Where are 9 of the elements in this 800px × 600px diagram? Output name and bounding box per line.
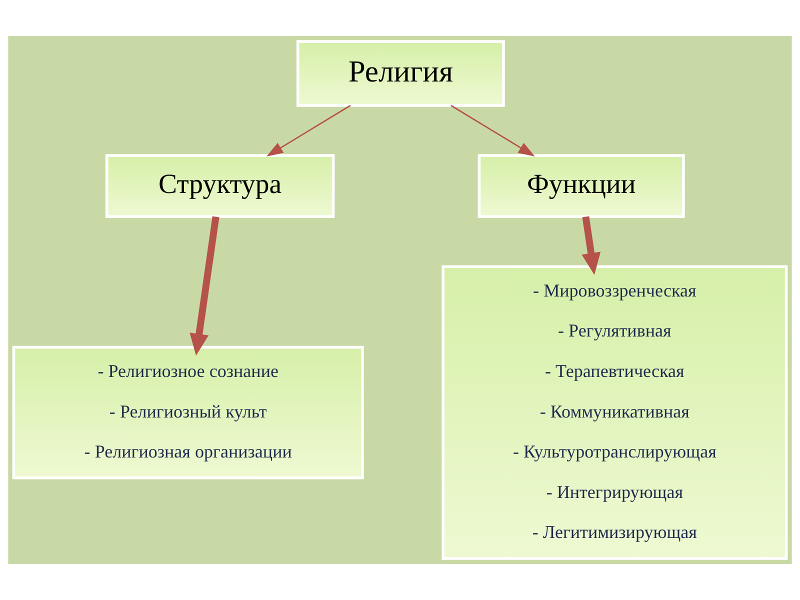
arrow: [582, 216, 601, 275]
node-box: Функции: [478, 154, 685, 218]
arrow: [450, 104, 535, 156]
node-box: - Религиозное сознание - Религиозный культ - Религиозная организации: [12, 346, 364, 480]
arrow: [190, 216, 220, 356]
node-box: Структура: [105, 154, 335, 218]
node-box: Религия: [296, 40, 505, 107]
arrow: [266, 104, 351, 156]
node-box: - Мировоззренческая - Регулятивная - Терапевтическая - Коммуникативная - Культуротранслирующая - Интегрирующая - Легитимизирующая: [442, 265, 788, 560]
